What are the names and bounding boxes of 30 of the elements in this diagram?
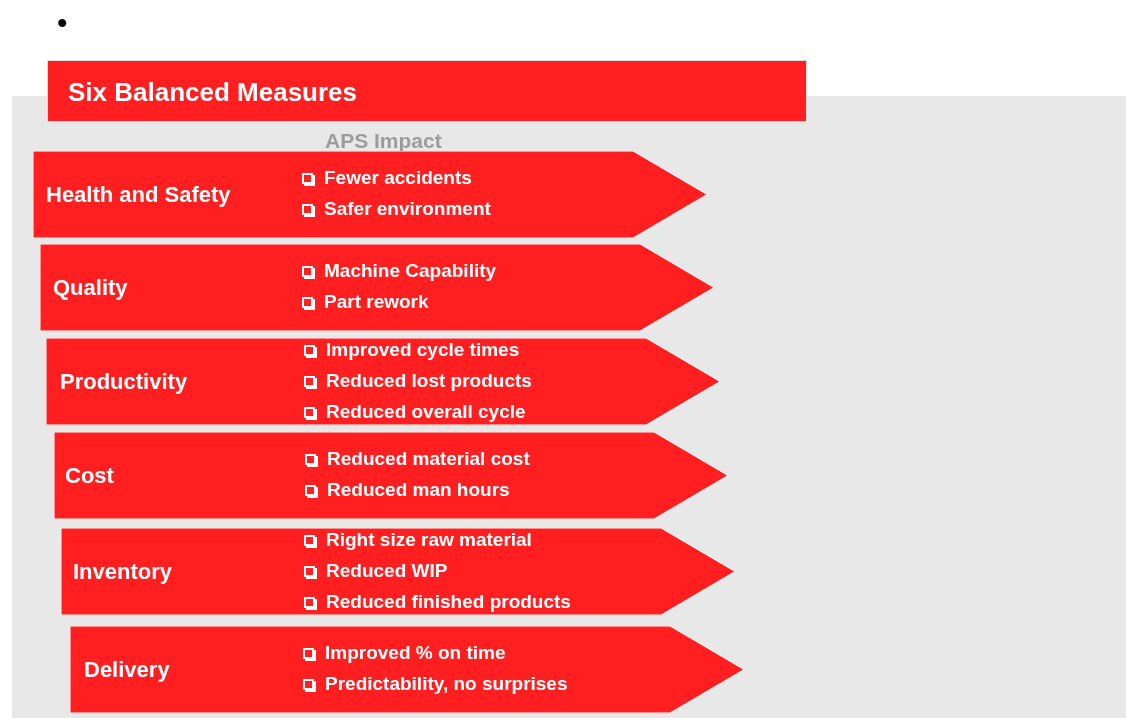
benefit-text: Improved % on time: [325, 642, 506, 664]
benefit-text: Reduced man hours: [327, 479, 510, 501]
title-banner: [47, 60, 807, 122]
measure-heading: Productivity: [60, 368, 188, 395]
benefit-text: Safer environment: [324, 198, 491, 220]
benefit-text: Reduced material cost: [327, 448, 530, 470]
measure-heading: Quality: [53, 274, 128, 301]
benefit-text: Reduced finished products: [326, 590, 571, 613]
benefit-text: Part rework: [324, 291, 429, 313]
measure-heading: Health and Safety: [46, 181, 231, 208]
title-text: Six Balanced Measures: [68, 77, 358, 108]
measure-banner: [54, 432, 728, 519]
benefit-text: Improved cycle times: [326, 338, 520, 361]
benefit-text: Reduced lost products: [326, 369, 532, 392]
bullet-mark: •: [57, 6, 68, 40]
measure-banner: [46, 338, 720, 425]
measure-heading: Delivery: [84, 656, 170, 683]
benefit-text: Machine Capability: [324, 260, 497, 282]
panel-heading: APS Impact: [325, 129, 442, 153]
measure-heading: Cost: [65, 462, 114, 489]
measure-banner: [61, 528, 735, 615]
measure-banner: [40, 244, 714, 331]
benefit-text: Fewer accidents: [324, 167, 472, 189]
measure-banner: [33, 151, 707, 238]
benefit-text: Reduced overall cycle: [326, 400, 526, 423]
benefit-text: Predictability, no surprises: [325, 673, 568, 695]
benefit-text: Reduced WIP: [326, 559, 448, 582]
benefit-text: Right size raw material: [326, 528, 532, 551]
measure-heading: Inventory: [73, 558, 173, 585]
measure-banner: [70, 626, 744, 713]
